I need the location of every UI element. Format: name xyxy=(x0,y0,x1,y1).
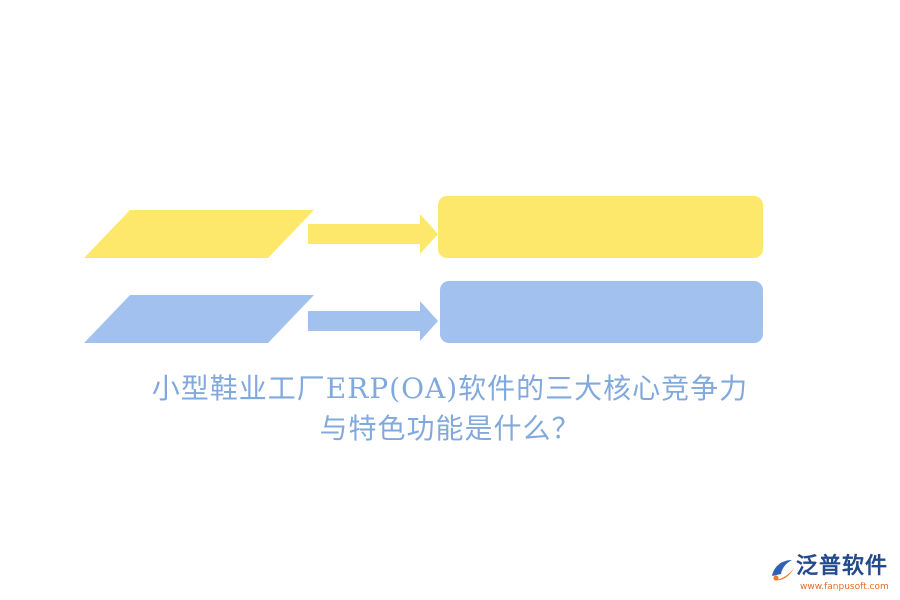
brand-name: 泛普软件 xyxy=(796,554,889,579)
yellow-arrow-icon xyxy=(308,214,438,254)
blue-box xyxy=(440,281,763,343)
title-line-2: 与特色功能是什么？ xyxy=(319,412,581,445)
diagram xyxy=(84,196,763,343)
brand-url[interactable]: www.fanpusoft.com xyxy=(800,582,889,592)
yellow-box xyxy=(438,196,763,258)
blue-parallelogram xyxy=(84,295,314,343)
brand-logo[interactable]: 泛普软件 www.fanpusoft.com xyxy=(768,552,894,596)
fanpu-logo-icon xyxy=(772,560,794,581)
blue-arrow-icon xyxy=(308,301,438,341)
title-line-1: 小型鞋业工厂ERP(OA)软件的三大核心竞争力 xyxy=(151,372,749,405)
yellow-parallelogram xyxy=(84,210,314,258)
